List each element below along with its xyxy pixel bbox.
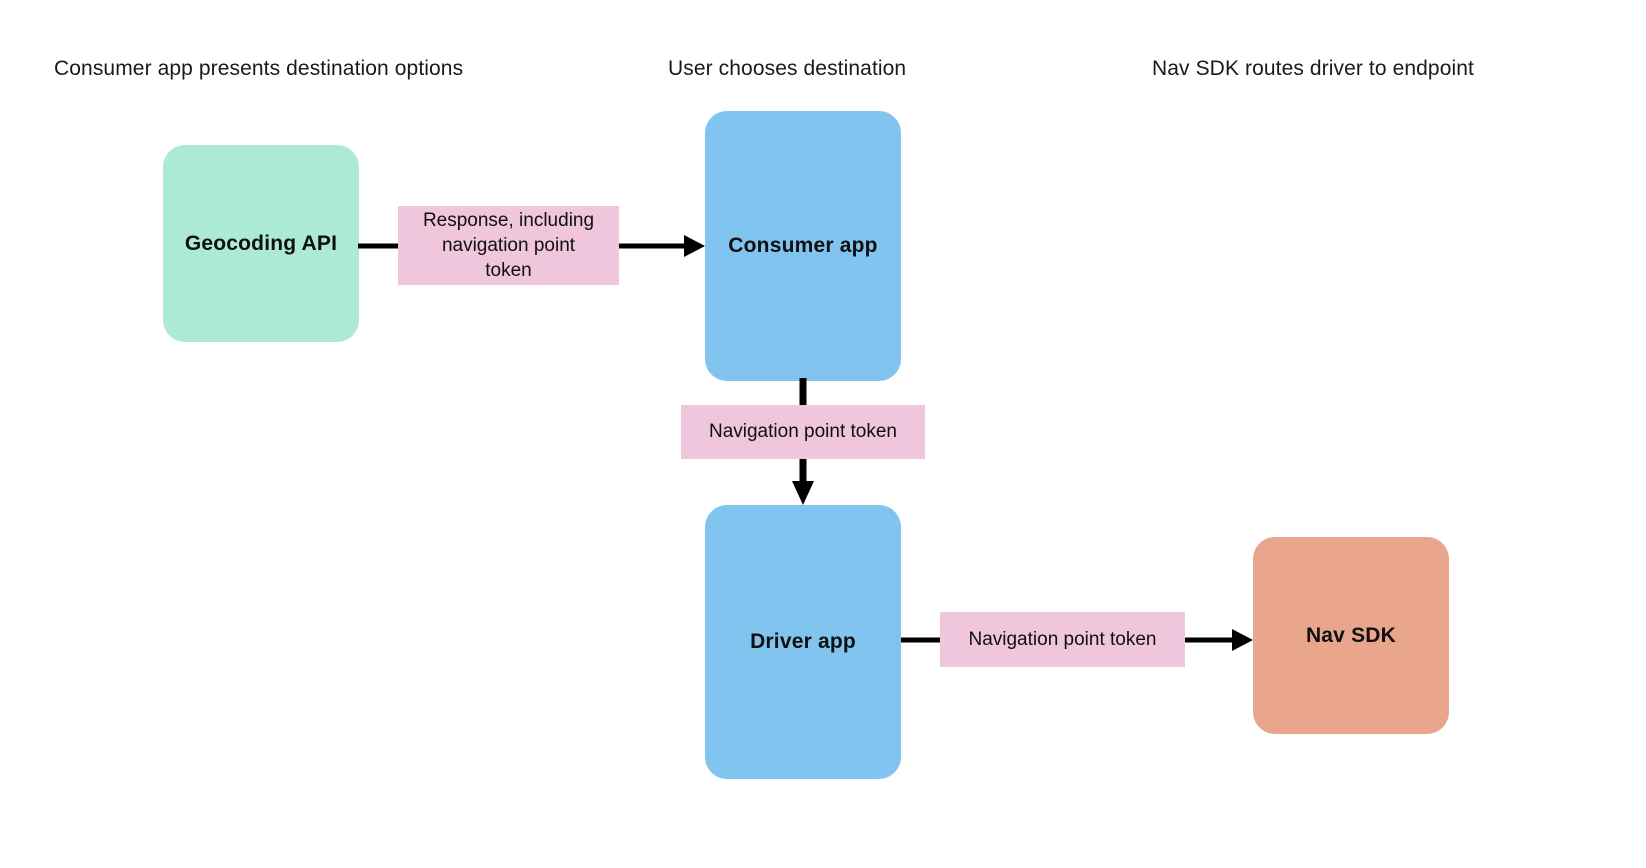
node-consumer-app-label: Consumer app xyxy=(728,234,878,257)
edge-label-navigation-point-token-consumer-driver: Navigation point token xyxy=(681,405,925,459)
node-nav-sdk[interactable]: Nav SDK xyxy=(1253,537,1449,734)
node-geocoding-api[interactable]: Geocoding API xyxy=(163,145,359,342)
node-consumer-app[interactable]: Consumer app xyxy=(705,111,901,381)
node-nav-sdk-label: Nav SDK xyxy=(1305,623,1397,647)
edge-label-response-including-navigation-point-token: Response, including navigation point tok… xyxy=(398,206,619,285)
column-header-nav-sdk-routes-driver: Nav SDK routes driver to endpoint xyxy=(1152,57,1474,80)
node-geocoding-api-label: Geocoding API xyxy=(184,231,338,255)
node-driver-app-label: Driver app xyxy=(750,630,856,653)
column-header-user-chooses-destination: User chooses destination xyxy=(668,57,907,80)
edge-label-navigation-point-token-driver-navsdk: Navigation point token xyxy=(940,612,1185,667)
node-driver-app[interactable]: Driver app xyxy=(705,505,901,779)
column-header-consumer-app-presents: Consumer app presents destination option… xyxy=(54,57,464,80)
